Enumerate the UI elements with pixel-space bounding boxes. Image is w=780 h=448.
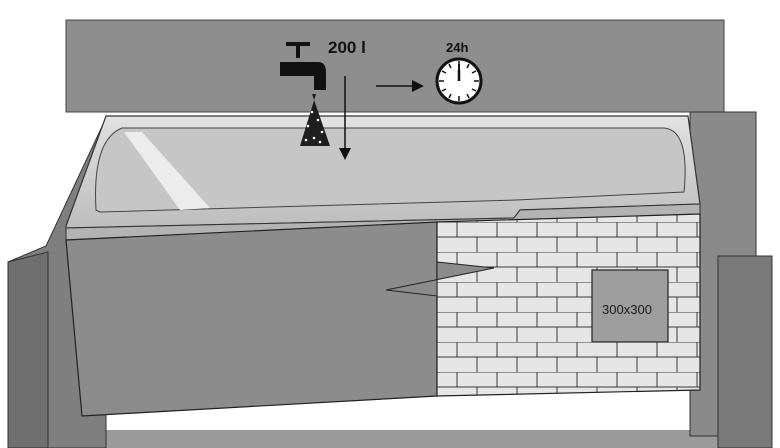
arrow-right-icon <box>376 80 424 92</box>
clock-icon <box>435 57 483 105</box>
brick-front-wall <box>436 213 701 397</box>
bath-front-panel <box>65 221 438 417</box>
wait-time-label: 24h <box>446 40 469 55</box>
basin-highlight <box>124 132 210 210</box>
access-hatch-size-label: 300x300 <box>602 302 652 317</box>
water-spray-icon <box>300 94 330 146</box>
right-wall-face <box>717 255 773 448</box>
faucet-icon <box>280 42 326 90</box>
back-wall <box>65 19 725 113</box>
water-volume-label: 200 l <box>328 38 366 57</box>
arrow-down-icon <box>339 76 351 160</box>
floor <box>40 430 740 448</box>
torn-panel-edge <box>385 261 495 297</box>
left-wall-face <box>7 251 49 448</box>
access-hatch <box>591 269 669 343</box>
bathtub-basin <box>95 127 686 213</box>
